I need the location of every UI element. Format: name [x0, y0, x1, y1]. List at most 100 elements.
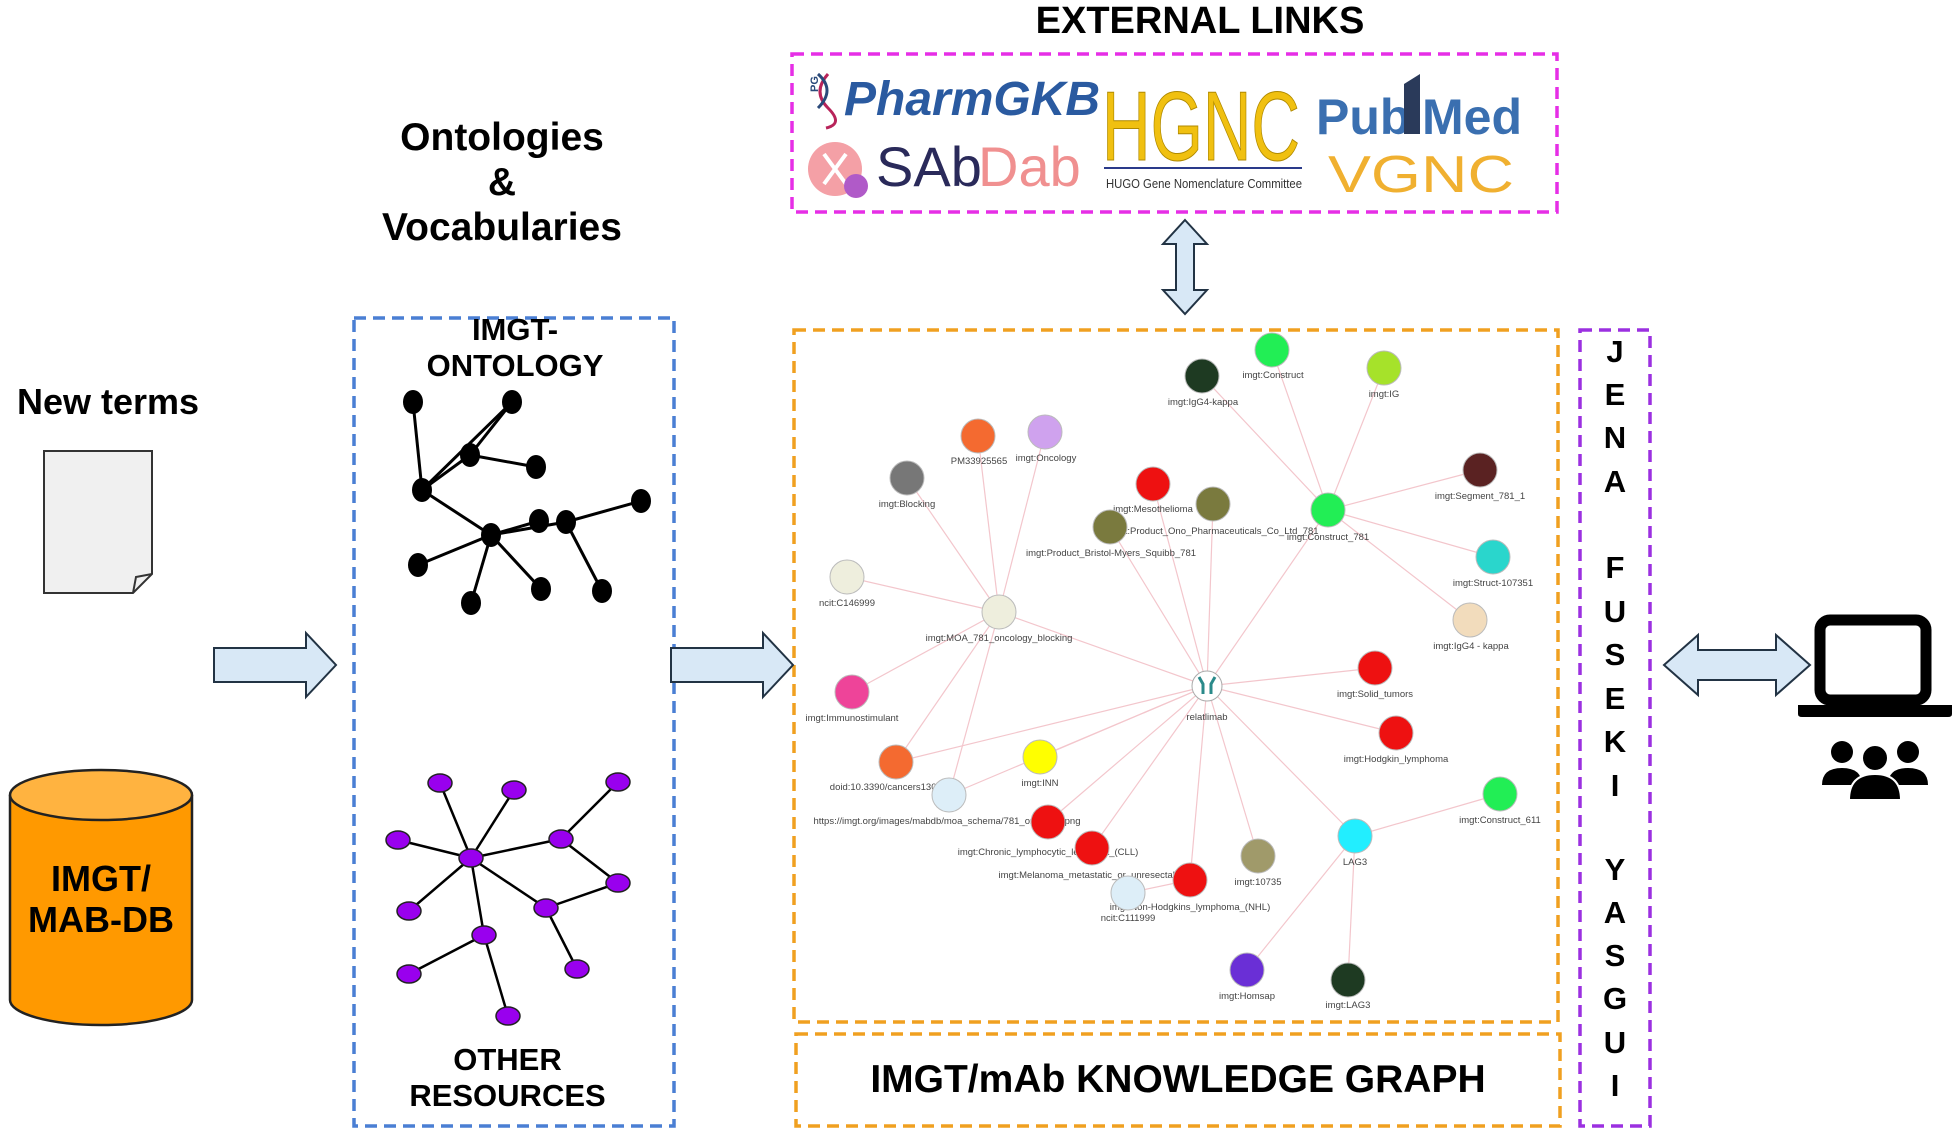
kg-node: [1357, 650, 1393, 686]
kg-node: [1110, 875, 1146, 911]
kg-node-label: ncit:C111999: [1101, 913, 1156, 924]
kg-node-label: imgt:10735: [1234, 877, 1281, 888]
kg-node: [1229, 952, 1265, 988]
kg-node-label: https://imgt.org/images/mabdb/moa_schema…: [813, 816, 1080, 827]
kg-node-label: imgt:Product_Bristol-Myers_Squibb_781: [1026, 548, 1196, 559]
sabdab-sab-text: SAb: [876, 135, 982, 198]
kg-edge: [1206, 685, 1397, 734]
ontology-edge: [565, 499, 642, 524]
users-group-icon: [1822, 741, 1928, 801]
kg-node: [1254, 332, 1290, 368]
imgt-ontology-network: [403, 390, 651, 615]
kg-node-label: imgt:Chronic_lymphocytic_leukemia_(CLL): [958, 847, 1139, 858]
resource-node: [458, 848, 484, 868]
kg-node: [931, 777, 967, 813]
vgnc-logo: VGNC: [1328, 146, 1514, 204]
kg-node-label: imgt:Product_Ono_Pharmaceuticals_Co_Ltd_…: [1109, 526, 1318, 537]
kg-node-label: imgt:Blocking: [879, 499, 936, 510]
kg-edge: [1201, 375, 1329, 511]
ontology-edge: [489, 533, 543, 591]
other-resources-line1: OTHER: [453, 1042, 562, 1077]
imgt-ontology-label: IMGT- ONTOLOGY: [380, 312, 650, 383]
kg-node-label: imgt:IgG4 - kappa: [1433, 641, 1509, 652]
kg-node-label: imgt:IgG4-kappa: [1168, 397, 1239, 408]
jena-letter: A: [1603, 895, 1627, 930]
kg-edge: [846, 576, 1000, 613]
ontology-node: [461, 591, 481, 615]
kg-node: [829, 559, 865, 595]
resource-edge: [438, 782, 473, 859]
ontology-edge: [490, 520, 567, 537]
jena-letter: S: [1604, 637, 1626, 672]
ontology-edge: [417, 533, 492, 567]
database-label: IMGT/ MAB-DB: [10, 858, 192, 941]
resource-node: [564, 959, 590, 979]
jena-letter: E: [1604, 681, 1626, 716]
kg-node-label: doid:10.3390/cancers13092112: [830, 782, 962, 793]
resource-node: [396, 901, 422, 921]
kg-node: [1378, 715, 1414, 751]
hgnc-logo: HGNC HUGO Gene Nomenclature Committee: [1102, 71, 1302, 191]
jena-letter: Y: [1604, 852, 1626, 887]
kg-node: [1184, 358, 1220, 394]
kg-node: [1310, 492, 1346, 528]
knowledge-graph-title: IMGT/mAb KNOWLEDGE GRAPH: [870, 1058, 1486, 1101]
kg-node-label: imgt:Homsap: [1219, 991, 1275, 1002]
database-line2: MAB-DB: [28, 899, 174, 941]
kg-node-label: imgt:Construct_781: [1287, 532, 1369, 543]
ontology-node: [631, 489, 651, 513]
vgnc-text: VGNC: [1328, 146, 1514, 204]
kg-edge: [948, 611, 1000, 796]
resource-edge: [469, 789, 516, 859]
laptop-icon: [1798, 614, 1952, 717]
ontology-edge: [469, 534, 493, 604]
resource-node: [427, 773, 453, 793]
kg-edge: [906, 477, 1000, 613]
resource-edge: [469, 857, 486, 936]
kg-node-label: imgt:IG: [1369, 389, 1400, 400]
kg-edge: [1206, 685, 1356, 837]
resource-node: [495, 1006, 521, 1026]
imgt-ontology-line1: IMGT-: [471, 312, 559, 347]
ontology-node: [556, 510, 576, 534]
kg-edge: [851, 611, 1000, 693]
kg-edge: [1327, 509, 1494, 558]
ampersand: &: [487, 160, 517, 204]
kg-node-label: imgt:Oncology: [1016, 453, 1077, 464]
kg-node: [960, 418, 996, 454]
kg-edge: [1109, 526, 1208, 687]
kg-node-label: imgt:Solid_tumors: [1337, 689, 1413, 700]
sabdab-logo: SAb Dab: [808, 135, 1081, 198]
kg-node: [1462, 452, 1498, 488]
kg-node-label: relatlimab: [1186, 712, 1227, 723]
antibody-icon: [1191, 670, 1223, 702]
double-arrow-horizontal-icon: [1662, 632, 1812, 698]
resource-edge: [470, 856, 547, 910]
new-terms-heading: New terms: [16, 381, 200, 422]
ontology-node: [592, 579, 612, 603]
kg-edge: [895, 685, 1208, 763]
ontology-node: [408, 553, 428, 577]
jena-letter: F: [1605, 550, 1625, 585]
jena-letter: J: [1606, 334, 1624, 369]
kg-node: [1482, 776, 1518, 812]
knowledge-graph-nodes: imgt:Constructimgt:IgG4-kappaimgt:IGPM33…: [806, 332, 1541, 1011]
kg-node: [889, 460, 925, 496]
kg-edge: [1327, 469, 1481, 511]
kg-node-label: imgt:Melanoma_metastatic_or_unresectable: [999, 870, 1186, 881]
ontology-node: [403, 390, 423, 414]
resource-node: [605, 873, 631, 893]
ontology-node: [531, 577, 551, 601]
arrow-right-icon: [670, 630, 795, 700]
knowledge-graph-edges: [846, 349, 1501, 981]
pharmgkb-pg-text: PG: [809, 76, 821, 92]
ontology-edge: [421, 488, 492, 537]
document-icon: [43, 450, 153, 594]
kg-edge: [1091, 685, 1208, 849]
kg-node: [1022, 739, 1058, 775]
pubmed-pub-text: Pub: [1316, 89, 1410, 145]
kg-node-label: LAG3: [1343, 857, 1367, 868]
knowledge-graph-box: [792, 328, 1560, 1024]
ontology-node: [460, 443, 480, 467]
ontology-edge: [469, 453, 537, 469]
